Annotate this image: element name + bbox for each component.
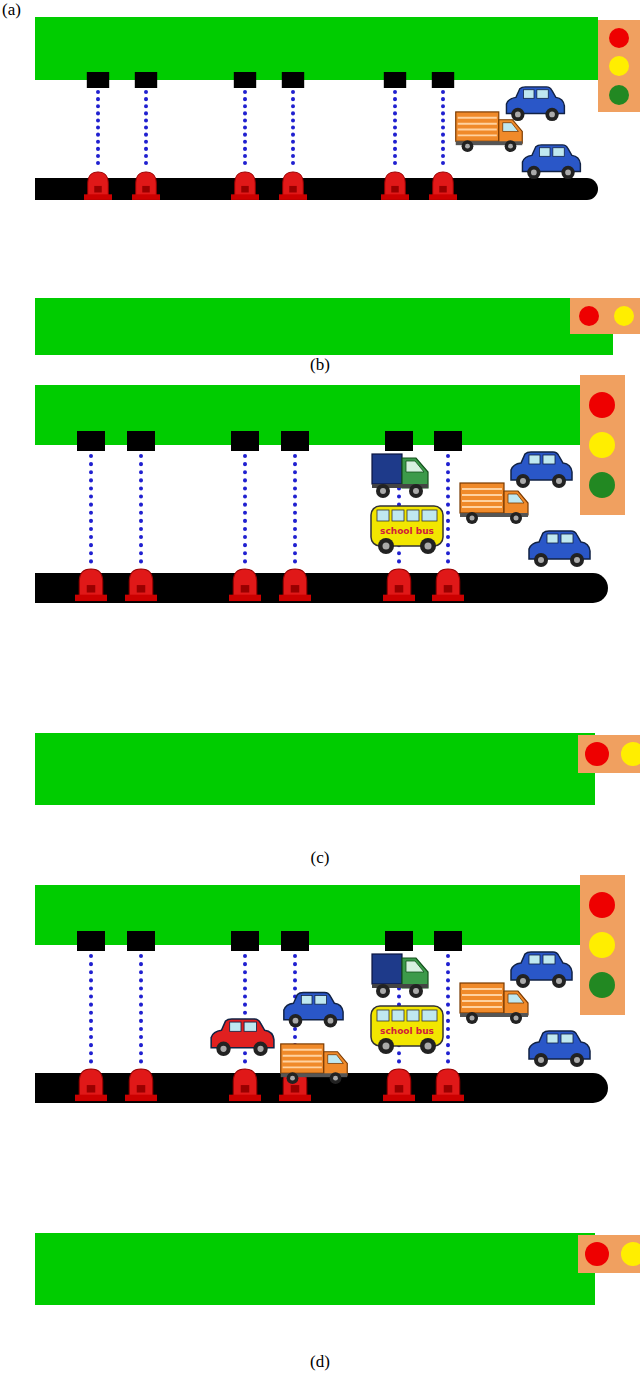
illustration-part: [585, 742, 609, 766]
illustration-part: [432, 72, 454, 88]
illustration-part: [35, 573, 608, 603]
illustration-part: [35, 733, 595, 805]
illustration-part: [446, 456, 450, 566]
illustration-part: [144, 92, 148, 168]
car: [284, 993, 343, 1028]
illustration-part: [132, 172, 160, 200]
illustration-part: [229, 569, 261, 601]
illustration-part: [243, 92, 247, 168]
panel-a: [35, 17, 640, 355]
illustration-part: [279, 172, 307, 200]
bus-text: school bus: [380, 1026, 434, 1036]
illustration-part: [381, 172, 409, 200]
truck: [281, 1044, 348, 1084]
illustration-part: [135, 72, 157, 88]
car: [211, 1019, 274, 1056]
illustration-part: [511, 452, 572, 488]
illustration-part: [621, 742, 640, 766]
grass-band: [35, 298, 613, 355]
illustration-part: [234, 72, 256, 88]
illustration-part: [614, 306, 634, 326]
panel-label: (b): [310, 355, 330, 375]
traffic-light: [570, 298, 640, 334]
illustration-part: [371, 506, 443, 554]
illustration-part: [84, 172, 112, 200]
panel-c: [35, 875, 640, 1305]
panel-base: [35, 875, 640, 1305]
illustration-part: [89, 456, 93, 566]
panel-label: (a): [2, 0, 21, 20]
illustration-part: [87, 72, 109, 88]
illustration-part: [429, 172, 457, 200]
grass-band: [35, 17, 598, 80]
panel-label: (c): [311, 848, 330, 868]
illustration-part: [77, 431, 105, 451]
sensor-pairs: [98, 92, 443, 168]
illustration-part: [385, 431, 413, 451]
illustration-part: [75, 569, 107, 601]
illustration-part: [609, 85, 629, 105]
illustration-part: [589, 472, 615, 498]
illustration-part: [96, 92, 100, 168]
illustration-part: [609, 28, 629, 48]
illustration-part: [580, 375, 625, 515]
illustration-part: [609, 56, 629, 76]
road-edge: [35, 178, 598, 200]
illustration-part: [243, 456, 247, 566]
illustration-part: [282, 72, 304, 88]
car: [522, 145, 580, 179]
panel-label: (d): [310, 1352, 330, 1372]
illustration-part: [579, 306, 599, 326]
bus-text: school bus: [380, 526, 434, 536]
illustration-part: [127, 431, 155, 451]
illustration-part: [281, 431, 309, 451]
illustration-part: [589, 432, 615, 458]
illustration-part: [393, 92, 397, 168]
illustration-part: [372, 454, 428, 498]
illustration-part: [279, 569, 311, 601]
illustration-part: [383, 569, 415, 601]
illustration-part: [441, 92, 445, 168]
illustration-part: [293, 456, 297, 566]
illustration-part: [432, 569, 464, 601]
panel-base: [35, 375, 640, 805]
illustration-part: [231, 431, 259, 451]
illustration-part: [231, 172, 259, 200]
traffic-light: [598, 20, 640, 112]
illustration-part: [589, 392, 615, 418]
illustration-part: [125, 569, 157, 601]
car: [506, 87, 564, 121]
illustration-part: [139, 456, 143, 566]
illustration-part: [529, 531, 590, 567]
illustration-part: [291, 92, 295, 168]
illustration-part: [384, 72, 406, 88]
illustration-part: [460, 483, 528, 524]
illustration-part: [434, 431, 462, 451]
